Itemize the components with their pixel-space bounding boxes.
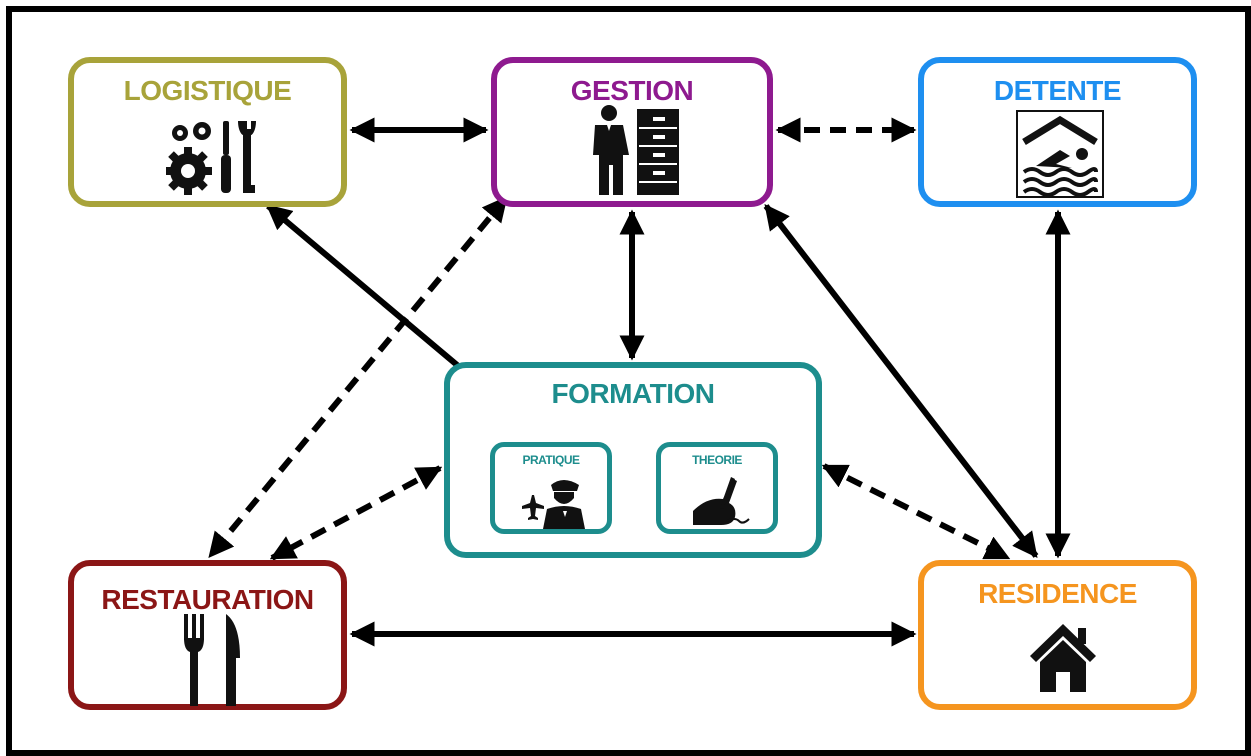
pilot-airplane-icon [521, 475, 587, 529]
node-formation[interactable]: FORMATION PRATIQUE THEORIE [444, 362, 822, 558]
formation-pratique-box[interactable]: PRATIQUE [490, 442, 612, 534]
node-detente[interactable]: DETENTE [918, 57, 1197, 207]
node-residence[interactable]: RESIDENCE [918, 560, 1197, 710]
node-gestion[interactable]: GESTION [491, 57, 773, 207]
formation-pratique-label: PRATIQUE [522, 453, 580, 467]
gears-screwdriver-wrench-icon [164, 119, 262, 195]
fork-knife-icon [182, 614, 246, 706]
swimming-pool-icon [1016, 110, 1104, 198]
node-gestion-title: GESTION [570, 75, 694, 106]
node-logistique-title: LOGISTIQUE [123, 75, 292, 106]
manager-filing-cabinet-icon [587, 105, 687, 197]
formation-theorie-label: THEORIE [692, 453, 742, 467]
node-residence-title: RESIDENCE [978, 578, 1137, 609]
house-icon [1028, 622, 1098, 694]
formation-theorie-box[interactable]: THEORIE [656, 442, 778, 534]
node-detente-title: DETENTE [993, 75, 1122, 106]
node-logistique[interactable]: LOGISTIQUE [68, 57, 347, 207]
node-restauration[interactable]: RESTAURATION [68, 560, 347, 710]
hand-writing-icon [691, 475, 753, 527]
node-restauration-title: RESTAURATION [101, 584, 314, 615]
node-formation-title: FORMATION [551, 378, 715, 409]
